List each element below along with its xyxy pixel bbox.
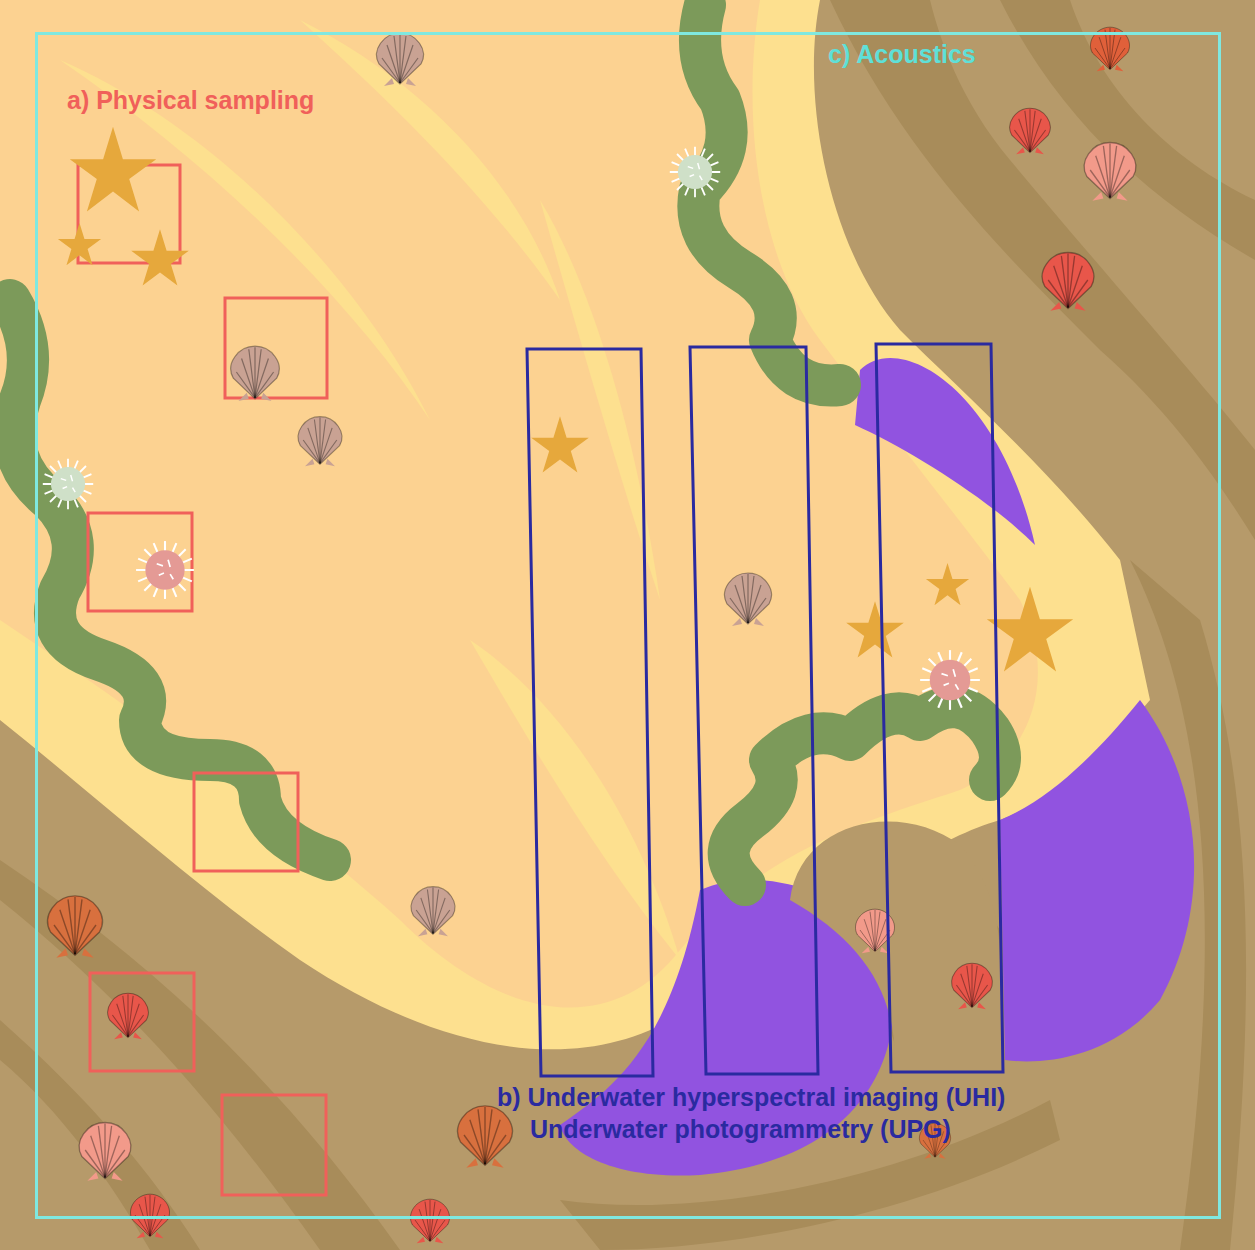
imaging-transects bbox=[527, 344, 1003, 1076]
brown-patch bbox=[790, 821, 1000, 1060]
region-title: c) Acoustics bbox=[828, 39, 976, 69]
sand-streaks bbox=[60, 20, 680, 960]
scallops bbox=[48, 27, 1136, 1243]
method-label: Underwater photogrammetry (UPG) bbox=[530, 1114, 951, 1144]
acoustics-survey-area: c) Acoustics bbox=[35, 32, 1221, 1219]
method-label: b) Underwater hyperspectral imaging (UHI… bbox=[497, 1082, 1005, 1112]
purple-habitat bbox=[560, 358, 1194, 1176]
method-label: a) Physical sampling bbox=[67, 85, 314, 115]
seaweed bbox=[10, 5, 1000, 885]
sea-urchins bbox=[43, 147, 980, 710]
starfish bbox=[58, 127, 1073, 672]
sampling-squares bbox=[78, 165, 327, 1195]
